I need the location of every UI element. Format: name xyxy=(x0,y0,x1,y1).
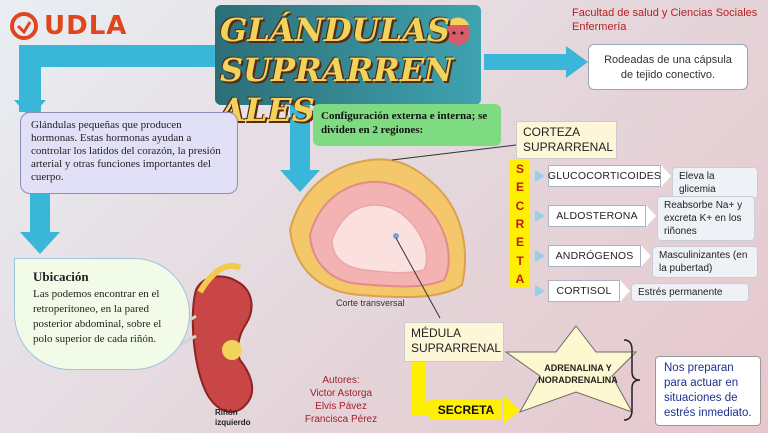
faculty-line1: Facultad de salud y Ciencias Sociales xyxy=(572,7,758,19)
hormone-androgenos: ANDRÓGENOS xyxy=(548,245,651,267)
title-to-capsula-shaft xyxy=(484,54,568,70)
intro-box: Glándulas pequeñas que producen hormonas… xyxy=(20,112,238,194)
secreta-letter: S xyxy=(515,162,524,177)
star-shape xyxy=(504,325,638,413)
secreta-letter: R xyxy=(515,216,525,231)
effect-aldosterona: Reabsorbe Na+ y excreta K+ en los riñone… xyxy=(657,196,755,241)
faculty-line2: Enfermería xyxy=(572,21,627,33)
medula-label: MÉDULA SUPRARRENAL xyxy=(404,322,504,362)
title-to-intro-arrowhead xyxy=(14,100,46,118)
kidney-label: Riñón izquierdo xyxy=(215,408,251,427)
prep-box: Nos preparan para actuar en situaciones … xyxy=(655,356,761,426)
effect-glucocorticoides: Eleva la glicemia xyxy=(672,167,758,199)
page-title: GLÁNDULAS SUPRARRENALES xyxy=(220,11,454,129)
author-name: Victor Astorga xyxy=(309,388,373,399)
adrenal-gland-illustration xyxy=(288,158,467,299)
secreta-letter: E xyxy=(515,180,524,195)
authors-block: Autores: Victor Astorga Elvis Pávez Fran… xyxy=(296,374,386,426)
config-box: Configuración externa e interna; se divi… xyxy=(313,104,501,146)
corte-transversal-label: Corte transversal xyxy=(336,298,405,308)
capsula-box: Rodeadas de una cápsula de tejido conect… xyxy=(588,44,748,90)
secreta-letter: T xyxy=(516,253,524,268)
ubicacion-title: Ubicación xyxy=(33,269,89,284)
author-name: Elvis Pávez xyxy=(315,401,367,412)
faculty-label: Facultad de salud y Ciencias Sociales En… xyxy=(572,6,757,34)
secreta-letter: C xyxy=(515,198,525,213)
ubicacion-body: Las podemos encontrar en el retroperiton… xyxy=(33,288,162,345)
hormone-glucocorticoides: GLUCOCORTICOIDES xyxy=(548,165,671,187)
secreta-letter: A xyxy=(515,271,525,286)
corteza-label: CORTEZA SUPRARRENAL xyxy=(516,121,617,159)
hormone-cortisol: CORTISOL xyxy=(548,280,630,302)
ubicacion-box: Ubicación Las podemos encontrar en el re… xyxy=(14,258,190,370)
secreta-label: SECRETA xyxy=(430,400,502,420)
medula-hormones: ADRENALINA Y NORADRENALINA xyxy=(538,363,618,385)
effect-androgenos: Masculinizantes (en la pubertad) xyxy=(652,246,758,278)
logo-text: UDLA xyxy=(44,11,128,41)
secreta-letter: E xyxy=(515,235,524,250)
hormone-aldosterona: ALDOSTERONA xyxy=(548,205,656,227)
title-box xyxy=(215,5,481,105)
title-to-gland-arrowhead xyxy=(280,170,320,192)
gland-character-icon xyxy=(446,17,470,45)
title-to-gland-shaft xyxy=(290,105,310,173)
authors-label: Autores: xyxy=(322,375,360,386)
title-to-capsula-arrowhead xyxy=(566,46,588,78)
secreta-vertical: S E C R E T A xyxy=(510,160,530,288)
author-name: Francisca Pérez xyxy=(304,414,378,425)
effect-cortisol: Estrés permanente xyxy=(631,283,749,302)
title-to-intro-arrow xyxy=(19,45,218,112)
udla-logo-icon xyxy=(10,12,38,40)
intro-to-ubicacion-arrowhead xyxy=(20,232,60,254)
udla-logo: UDLA xyxy=(10,10,127,42)
intro-to-ubicacion-shaft xyxy=(30,194,50,234)
